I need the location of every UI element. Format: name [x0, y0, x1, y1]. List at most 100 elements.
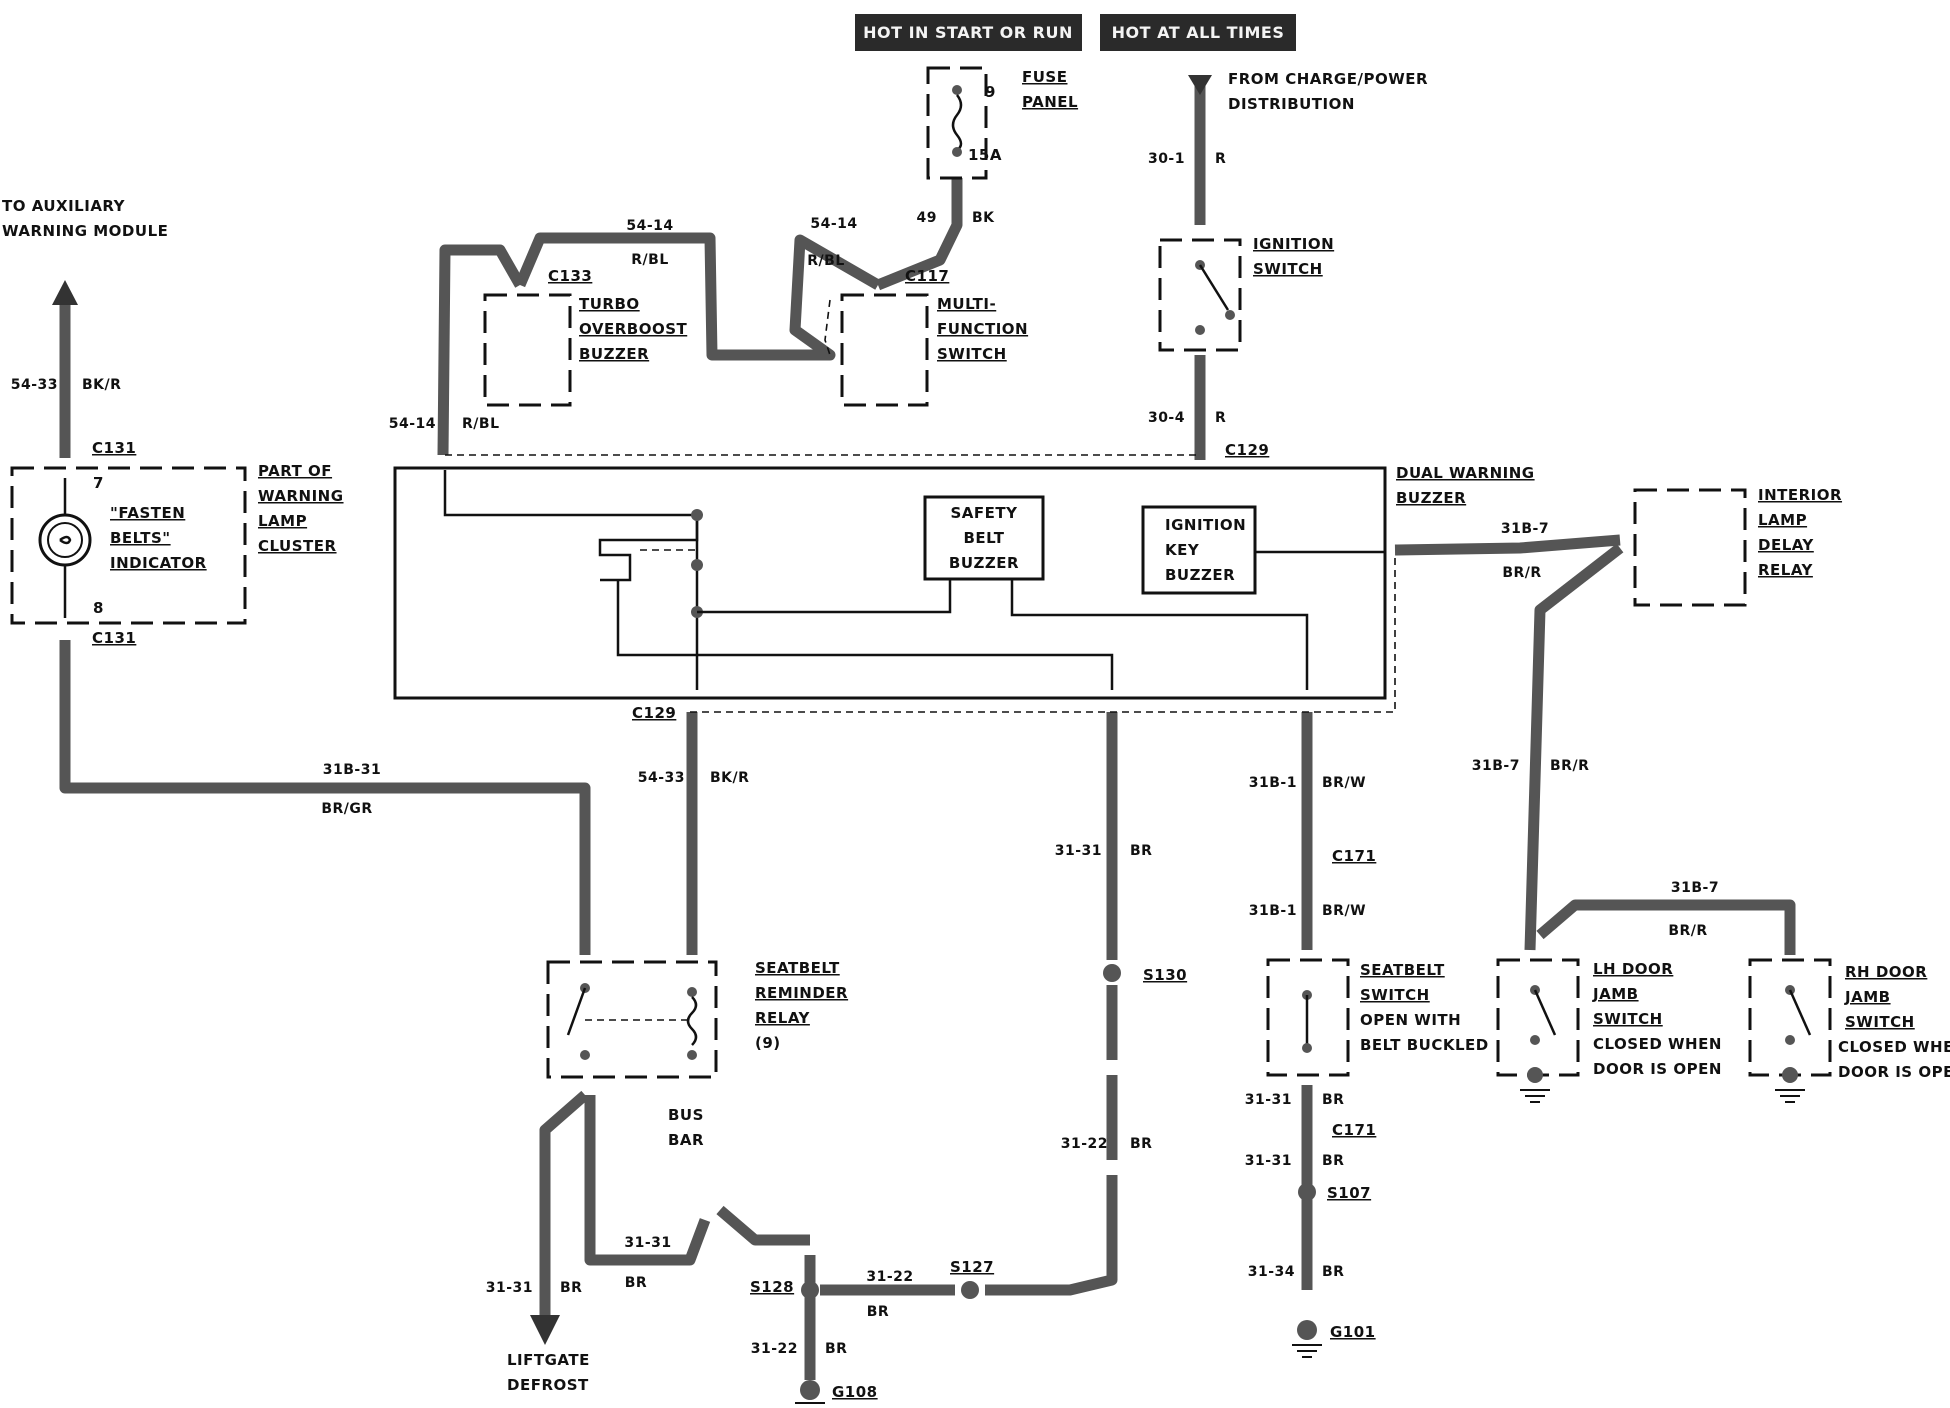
svg-text:C171: C171 [1332, 847, 1376, 865]
svg-text:WARNING: WARNING [258, 487, 344, 505]
svg-text:JAMB: JAMB [1844, 988, 1891, 1006]
svg-text:R: R [1215, 151, 1226, 167]
svg-text:C131: C131 [92, 629, 136, 647]
seatbelt-reminder-relay: SEATBELT REMINDER RELAY (9) [546, 959, 848, 1079]
fuse-panel: 9 15A FUSE PANEL [926, 66, 1078, 180]
svg-text:IGNITION: IGNITION [1165, 516, 1246, 534]
svg-text:R/BL: R/BL [462, 416, 500, 432]
svg-text:OVERBOOST: OVERBOOST [579, 320, 687, 338]
svg-text:C129: C129 [632, 704, 676, 722]
svg-text:31B-31: 31B-31 [323, 762, 381, 778]
svg-text:54-33: 54-33 [11, 377, 58, 393]
svg-text:C171: C171 [1332, 1121, 1376, 1139]
svg-text:CLOSED WHEN: CLOSED WHEN [1593, 1035, 1722, 1053]
svg-text:BELT BUCKLED: BELT BUCKLED [1360, 1036, 1489, 1054]
svg-text:C133: C133 [548, 267, 592, 285]
grounds: G101 G108 [795, 1320, 1376, 1404]
svg-text:C129: C129 [1225, 441, 1269, 459]
svg-text:31-31: 31-31 [1245, 1092, 1292, 1108]
from-charge-power-distribution: FROM CHARGE/POWER DISTRIBUTION [1188, 70, 1428, 113]
svg-text:BR: BR [1322, 1264, 1344, 1280]
svg-text:PART OF: PART OF [258, 462, 332, 480]
svg-text:DOOR IS OPEN: DOOR IS OPEN [1838, 1063, 1950, 1081]
svg-text:31-31: 31-31 [486, 1280, 533, 1296]
svg-text:CLOSED WHEN: CLOSED WHEN [1838, 1038, 1950, 1056]
ignition-switch: IGNITION SWITCH [1158, 235, 1334, 352]
svg-text:LIFTGATE: LIFTGATE [507, 1351, 590, 1369]
svg-text:49: 49 [917, 210, 937, 226]
svg-text:SWITCH: SWITCH [937, 345, 1007, 363]
svg-text:R/BL: R/BL [631, 252, 669, 268]
wire-labels: 49 BK 30-1 R 30-4 R 54-14 R/BL 54-14 R/B… [11, 151, 1719, 1357]
svg-text:BR: BR [625, 1275, 647, 1291]
aux-warning-module: TO AUXILIARY WARNING MODULE [2, 197, 168, 305]
svg-text:SWITCH: SWITCH [1845, 1013, 1915, 1031]
svg-text:31B-7: 31B-7 [1501, 521, 1549, 537]
svg-text:TO AUXILIARY: TO AUXILIARY [2, 197, 126, 215]
svg-text:54-14: 54-14 [810, 216, 857, 232]
svg-text:SEATBELT: SEATBELT [755, 959, 840, 977]
svg-text:DISTRIBUTION: DISTRIBUTION [1228, 95, 1355, 113]
svg-text:31-22: 31-22 [866, 1269, 913, 1285]
svg-text:TURBO: TURBO [579, 295, 640, 313]
svg-text:FUNCTION: FUNCTION [937, 320, 1028, 338]
svg-text:JAMB: JAMB [1592, 985, 1639, 1003]
svg-text:7: 7 [93, 474, 104, 492]
svg-text:S128: S128 [750, 1278, 794, 1296]
dual-warning-buzzer: SAFETY BELT BUZZER IGNITION KEY BUZZER D… [393, 454, 1534, 713]
svg-text:31-22: 31-22 [751, 1341, 798, 1357]
svg-text:31-22: 31-22 [1061, 1136, 1108, 1152]
svg-text:BR: BR [1322, 1153, 1344, 1169]
svg-text:FUSE: FUSE [1022, 68, 1067, 86]
svg-text:9: 9 [985, 83, 996, 101]
svg-text:DELAY: DELAY [1758, 536, 1814, 554]
svg-text:DEFROST: DEFROST [507, 1376, 589, 1394]
svg-text:BUZZER: BUZZER [1396, 489, 1466, 507]
svg-text:BK/R: BK/R [82, 377, 121, 393]
svg-text:BR: BR [1322, 1092, 1344, 1108]
svg-text:31B-1: 31B-1 [1249, 775, 1297, 791]
svg-text:54-14: 54-14 [626, 218, 673, 234]
svg-text:IGNITION: IGNITION [1253, 235, 1334, 253]
svg-text:LH DOOR: LH DOOR [1593, 960, 1673, 978]
svg-text:BK/R: BK/R [710, 770, 749, 786]
svg-text:C131: C131 [92, 439, 136, 457]
svg-text:31B-1: 31B-1 [1249, 903, 1297, 919]
svg-text:DOOR IS OPEN: DOOR IS OPEN [1593, 1060, 1722, 1078]
svg-text:8: 8 [93, 599, 104, 617]
svg-text:BUS: BUS [668, 1106, 704, 1124]
header-hot-at-all-times: HOT AT ALL TIMES [1100, 14, 1296, 51]
svg-text:31-31: 31-31 [624, 1235, 671, 1251]
svg-text:31-31: 31-31 [1055, 843, 1102, 859]
svg-text:RELAY: RELAY [1758, 561, 1814, 579]
header-hot-in-start-or-run: HOT IN START OR RUN [855, 14, 1082, 51]
svg-text:S107: S107 [1327, 1184, 1371, 1202]
connectors: C133 C117 C131 C131 C129 C129 C171 C171 [92, 267, 1376, 1139]
svg-text:31B-7: 31B-7 [1472, 758, 1520, 774]
svg-text:HOT AT ALL TIMES: HOT AT ALL TIMES [1112, 23, 1285, 42]
svg-text:S130: S130 [1143, 966, 1187, 984]
svg-text:G108: G108 [832, 1383, 878, 1401]
svg-text:(9): (9) [755, 1034, 781, 1052]
svg-text:SEATBELT: SEATBELT [1360, 961, 1445, 979]
turbo-overboost-buzzer: TURBO OVERBOOST BUZZER [483, 293, 687, 407]
svg-text:BR: BR [560, 1280, 582, 1296]
svg-text:BR/GR: BR/GR [321, 801, 372, 817]
bus-bar-label: BUS BAR [668, 1106, 704, 1149]
svg-text:BR/R: BR/R [1550, 758, 1589, 774]
svg-text:BR/W: BR/W [1322, 903, 1366, 919]
svg-text:PANEL: PANEL [1022, 93, 1078, 111]
svg-text:HOT IN START OR RUN: HOT IN START OR RUN [863, 23, 1073, 42]
svg-text:BR/W: BR/W [1322, 775, 1366, 791]
svg-text:G101: G101 [1330, 1323, 1376, 1341]
svg-text:CLUSTER: CLUSTER [258, 537, 337, 555]
svg-text:R/BL: R/BL [807, 253, 845, 269]
svg-text:OPEN WITH: OPEN WITH [1360, 1011, 1461, 1029]
svg-text:SWITCH: SWITCH [1360, 986, 1430, 1004]
splices: S130 S107 S127 S128 [750, 964, 1371, 1299]
svg-text:31-34: 31-34 [1248, 1264, 1295, 1280]
svg-text:BR: BR [1130, 1136, 1152, 1152]
interior-lamp-delay-relay: INTERIOR LAMP DELAY RELAY [1633, 486, 1842, 607]
svg-text:BUZZER: BUZZER [1165, 566, 1235, 584]
